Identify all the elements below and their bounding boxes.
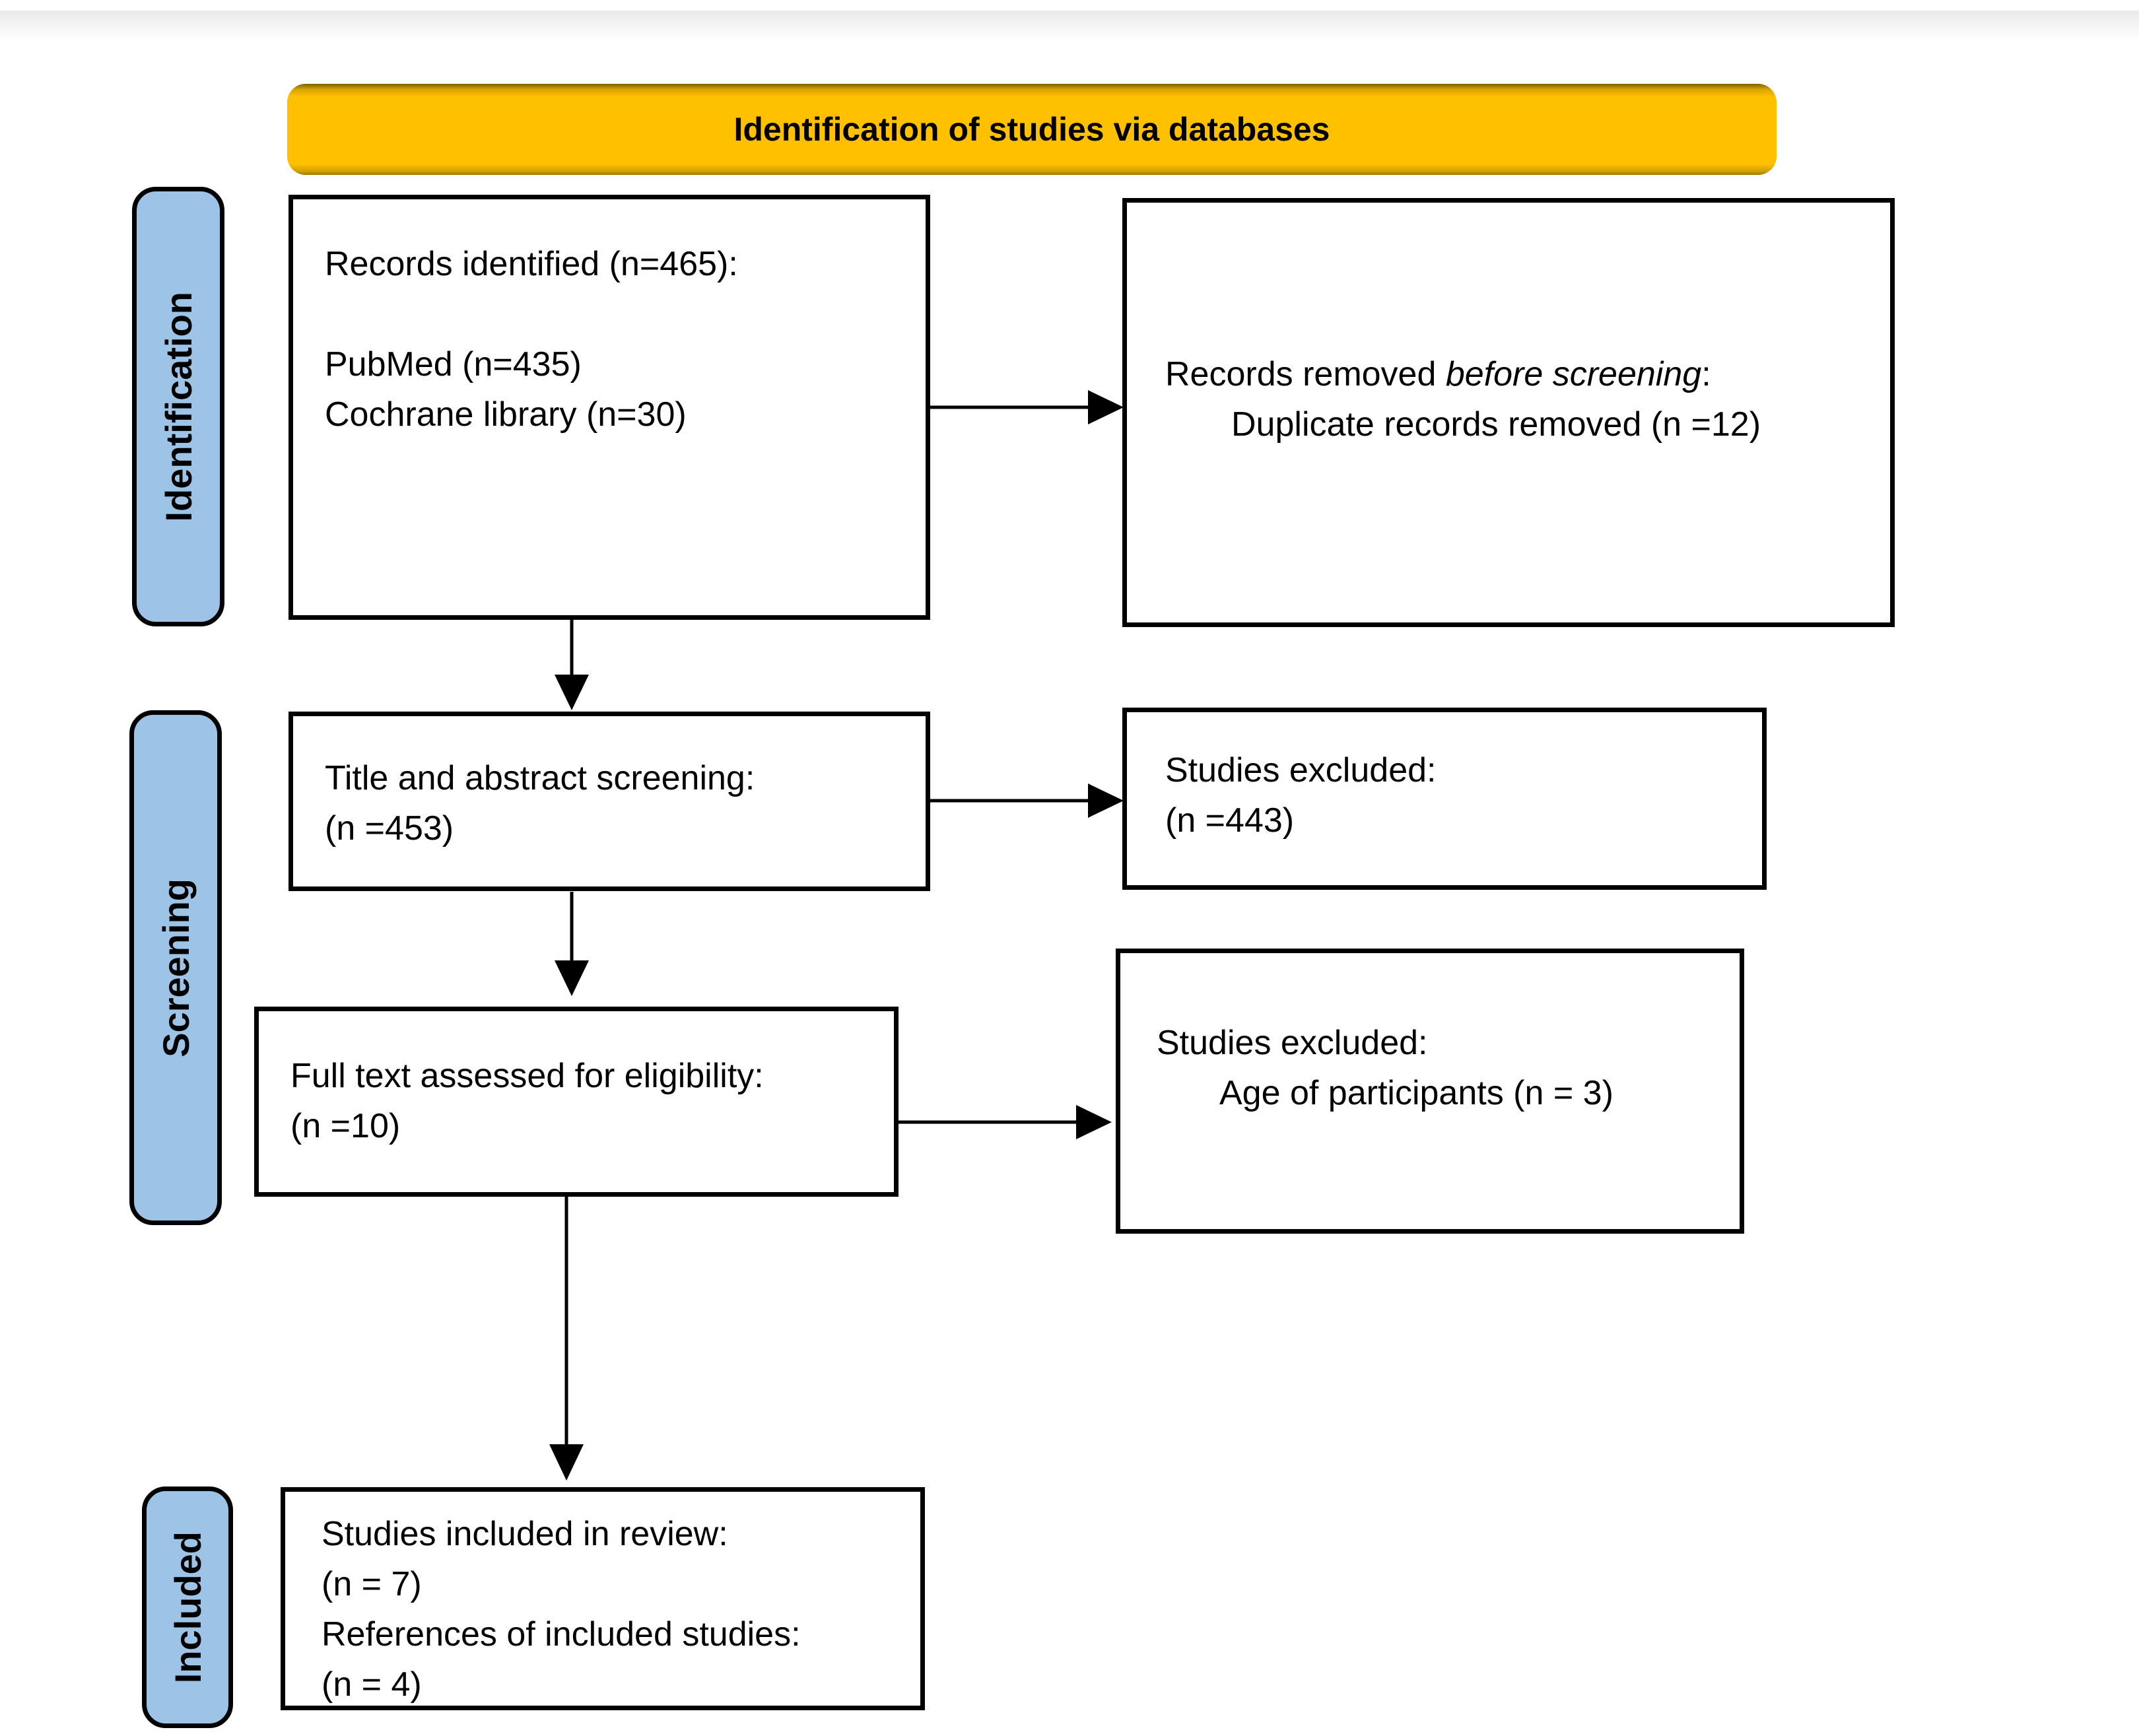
box-studies-included: Studies included in review: (n = 7) Refe…: [281, 1487, 925, 1710]
box-records-removed-before-screening: Records removed before screening: Duplic…: [1122, 198, 1895, 627]
stage-label-identification-text: Identification: [157, 291, 199, 522]
excluded-fulltext-line1: Studies excluded:: [1157, 1024, 1428, 1062]
stage-label-included: Included: [142, 1486, 233, 1728]
arrow-title-abstract-to-full-text: [555, 892, 589, 996]
stage-label-identification: Identification: [132, 187, 224, 626]
header-title: Identification of studies via databases: [733, 111, 1330, 148]
studies-included-line3: References of included studies:: [322, 1615, 801, 1653]
records-removed-title-prefix: Records removed: [1165, 355, 1446, 393]
box-title-abstract-screening: Title and abstract screening: (n =453): [289, 712, 930, 891]
box-records-identified: Records identified (n=465): PubMed (n=43…: [289, 195, 930, 620]
box-studies-excluded-screening: Studies excluded: (n =443): [1122, 708, 1767, 890]
full-text-line1: Full text assessed for eligibility:: [290, 1057, 764, 1095]
arrow-identified-to-removed: [930, 390, 1124, 424]
excluded-screening-line1: Studies excluded:: [1165, 751, 1437, 789]
records-identified-title: Records identified (n=465):: [325, 245, 738, 283]
studies-included-line2: (n = 7): [322, 1565, 422, 1603]
records-removed-detail: Duplicate records removed (n =12): [1231, 405, 1761, 444]
excluded-fulltext-detail: Age of participants (n = 3): [1219, 1074, 1613, 1112]
stage-label-screening: Screening: [129, 710, 222, 1225]
arrow-title-abstract-to-excluded: [930, 784, 1124, 818]
arrow-identified-to-title-abstract: [555, 619, 589, 710]
studies-included-line4: (n = 4): [322, 1665, 422, 1704]
arrow-full-text-to-excluded: [899, 1105, 1112, 1139]
records-removed-title: Records removed before screening:: [1165, 349, 1877, 399]
box-full-text-assessed: Full text assessed for eligibility: (n =…: [254, 1007, 899, 1197]
records-removed-title-italic: before screening: [1445, 355, 1702, 393]
full-text-line2: (n =10): [290, 1107, 401, 1145]
records-identified-source-pubmed: PubMed (n=435): [325, 345, 582, 384]
stage-label-screening-text: Screening: [154, 878, 197, 1057]
title-abstract-line1: Title and abstract screening:: [325, 759, 755, 797]
box-studies-excluded-fulltext: Studies excluded: Age of participants (n…: [1116, 949, 1744, 1234]
excluded-screening-line2: (n =443): [1165, 801, 1295, 840]
stage-label-included-text: Included: [166, 1531, 209, 1684]
header-banner: Identification of studies via databases: [287, 84, 1777, 175]
records-removed-title-suffix: :: [1701, 355, 1711, 393]
top-shadow-strip: [0, 11, 2139, 41]
arrow-full-text-to-included: [549, 1197, 584, 1481]
blank-line: [325, 289, 912, 339]
records-identified-source-cochrane: Cochrane library (n=30): [325, 395, 687, 434]
title-abstract-line2: (n =453): [325, 809, 454, 848]
studies-included-line1: Studies included in review:: [322, 1515, 728, 1553]
